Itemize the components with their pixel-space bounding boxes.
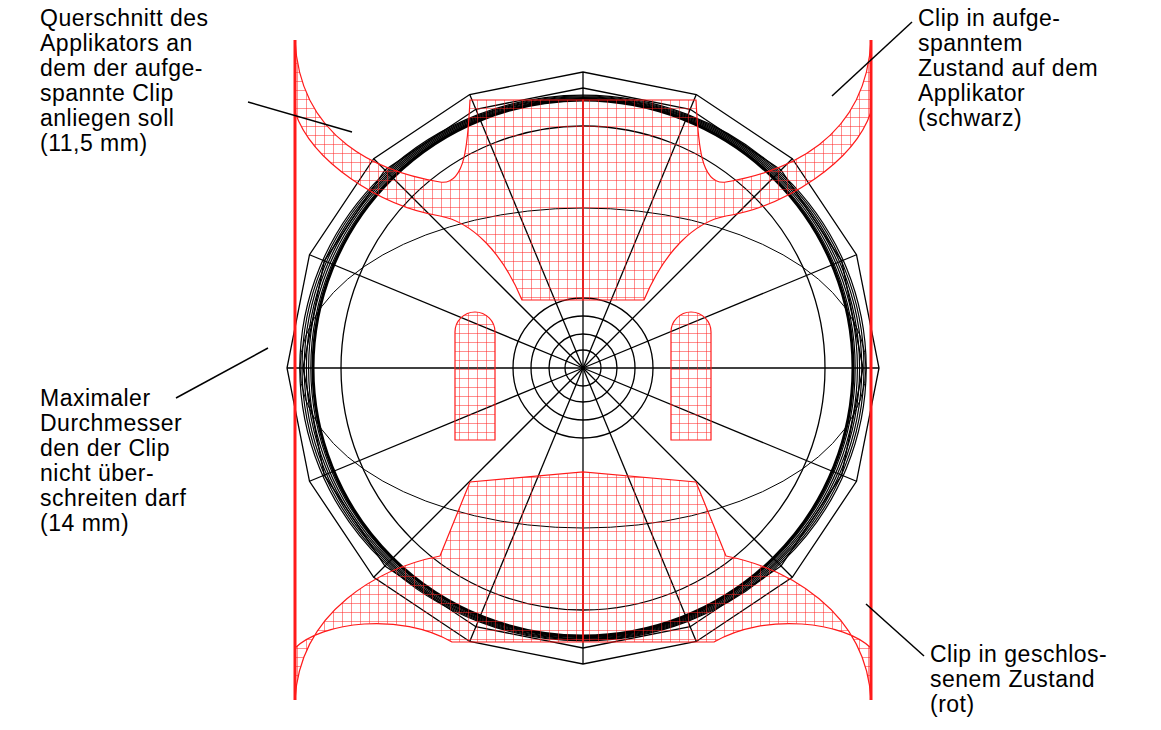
callout-label: Maximaler Durchmesser den der Clip nicht…	[40, 386, 192, 536]
leader-lines	[176, 22, 924, 656]
hub-ring	[513, 298, 653, 438]
spoke	[287, 367, 583, 368]
callout-label: Clip in geschlos- senem Zustand (rot)	[930, 642, 1115, 717]
hub-ring	[531, 316, 635, 420]
closed-clip	[295, 40, 871, 700]
callout-label: Querschnitt des Applikators an dem der a…	[40, 6, 218, 156]
hub-ring	[549, 334, 617, 402]
spoke	[583, 367, 879, 368]
callout-label: Clip in aufge- spanntem Zustand auf dem …	[918, 6, 1103, 131]
hub-ring	[565, 350, 601, 386]
